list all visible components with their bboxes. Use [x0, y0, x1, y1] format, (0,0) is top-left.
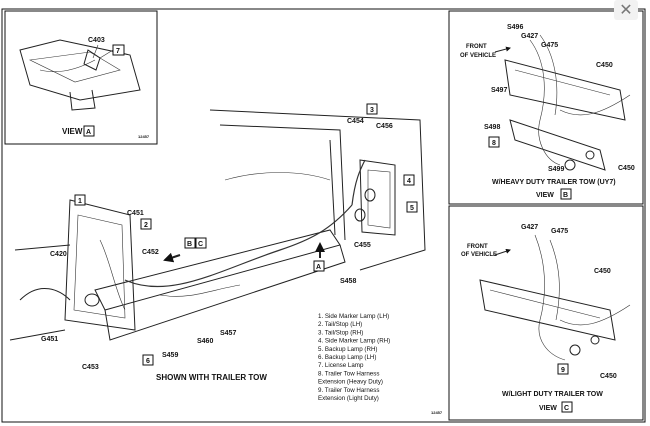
svg-text:G427: G427 [521, 224, 538, 231]
legend-item: 3. Tail/Stop (RH) [318, 329, 363, 336]
svg-text:8: 8 [492, 140, 496, 147]
legend-item: 8. Trailer Tow Harness [318, 370, 379, 377]
svg-text:OF VEHICLE: OF VEHICLE [460, 53, 496, 59]
svg-text:12457: 12457 [138, 134, 150, 139]
view-a-title: VIEW [62, 127, 83, 136]
svg-text:B: B [187, 241, 192, 248]
view-a-panel: C403 7 VIEW A 12457 [4, 10, 158, 145]
svg-text:G475: G475 [551, 228, 568, 235]
svg-text:C456: C456 [376, 123, 393, 130]
view-a-connector-label: C403 [88, 37, 105, 44]
legend-item: 4. Side Marker Lamp (RH) [318, 338, 390, 345]
main-caption: SHOWN WITH TRAILER TOW [156, 373, 267, 382]
view-c-caption: W/LIGHT DUTY TRAILER TOW [502, 391, 603, 398]
callout-5: 5 [410, 205, 414, 212]
svg-text:OF VEHICLE: OF VEHICLE [461, 252, 497, 258]
svg-text:C: C [564, 405, 569, 412]
svg-text:C450: C450 [600, 373, 617, 380]
legend-item: 9. Trailer Tow Harness [318, 387, 379, 394]
legend-item: Extension (Light Duty) [318, 395, 379, 402]
svg-text:C450: C450 [596, 62, 613, 69]
svg-text:S496: S496 [507, 24, 523, 31]
callout-4: 4 [407, 178, 411, 185]
svg-text:S498: S498 [484, 124, 500, 131]
svg-text:12457: 12457 [431, 410, 443, 415]
callout-3: 3 [370, 107, 374, 114]
view-b-panel: FRONT OF VEHICLE S496 G427 G475 C450 S49… [448, 10, 644, 205]
svg-text:C453: C453 [82, 364, 99, 371]
svg-text:G451: G451 [41, 336, 58, 343]
svg-text:B: B [563, 192, 568, 199]
legend-item: 7. License Lamp [318, 362, 364, 369]
svg-text:FRONT: FRONT [467, 244, 488, 250]
svg-text:C450: C450 [594, 268, 611, 275]
svg-text:S497: S497 [491, 87, 507, 94]
callout-2: 2 [144, 222, 148, 229]
svg-text:A: A [316, 264, 321, 271]
legend-item: Extension (Heavy Duty) [318, 379, 383, 386]
svg-text:S458: S458 [340, 278, 356, 285]
view-a-callout: 7 [116, 48, 120, 55]
svg-text:C451: C451 [127, 210, 144, 217]
legend-item: 1. Side Marker Lamp (LH) [318, 313, 389, 320]
svg-text:FRONT: FRONT [466, 44, 487, 50]
close-icon[interactable]: ✕ [614, 0, 638, 20]
main-view: C454 C456 C455 S458 C451 C452 C420 G451 … [9, 103, 443, 415]
svg-text:9: 9 [561, 367, 565, 374]
svg-text:G475: G475 [541, 42, 558, 49]
svg-text:VIEW: VIEW [539, 405, 557, 412]
svg-text:G427: G427 [521, 33, 538, 40]
legend-item: 6. Backup Lamp (LH) [318, 354, 376, 361]
svg-text:S457: S457 [220, 330, 236, 337]
svg-text:C452: C452 [142, 249, 159, 256]
view-b-caption: W/HEAVY DUTY TRAILER TOW (UY7) [492, 179, 616, 186]
callout-1: 1 [78, 198, 82, 205]
svg-text:C: C [198, 241, 203, 248]
svg-text:S459: S459 [162, 352, 178, 359]
view-a-letter: A [86, 129, 91, 136]
svg-text:VIEW: VIEW [536, 192, 554, 199]
svg-text:C420: C420 [50, 251, 67, 258]
svg-text:S460: S460 [197, 338, 213, 345]
component-legend: 1. Side Marker Lamp (LH)2. Tail/Stop (LH… [318, 313, 390, 402]
callout-6: 6 [146, 358, 150, 365]
legend-item: 5. Backup Lamp (RH) [318, 346, 378, 353]
svg-text:C454: C454 [347, 118, 364, 125]
svg-text:S499: S499 [548, 166, 564, 173]
svg-text:C455: C455 [354, 242, 371, 249]
legend-item: 2. Tail/Stop (LH) [318, 321, 362, 328]
svg-text:C450: C450 [618, 165, 635, 172]
view-c-panel: FRONT OF VEHICLE G427 G475 C450 C450 9 W… [448, 205, 644, 421]
